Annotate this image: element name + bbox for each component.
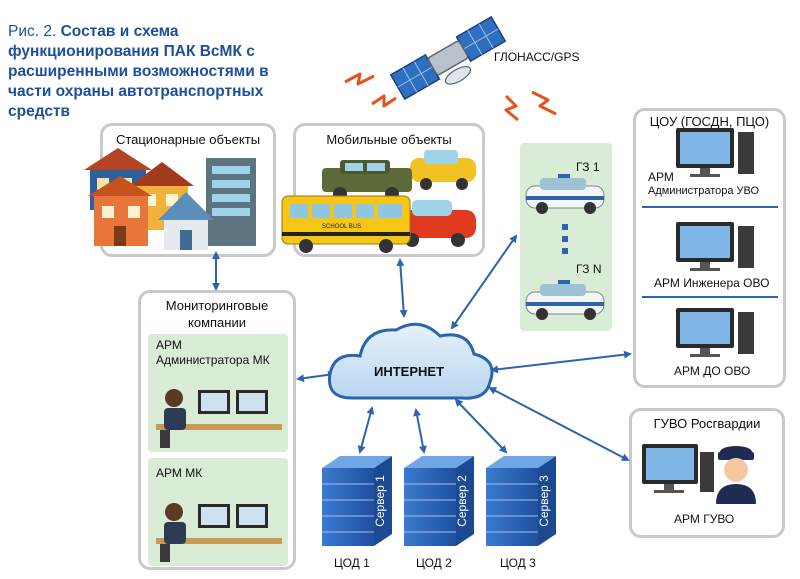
server-3-name: Сервер 3 xyxy=(536,475,551,527)
arm-mk-label: АРМ МК xyxy=(156,466,203,480)
arrow-internet-server3 xyxy=(454,398,508,454)
arm-admin-uvo-line1: АРМ xyxy=(648,170,674,184)
operator-workstation-1-icon xyxy=(156,389,282,448)
police-officer-icon xyxy=(716,446,756,504)
caption-prefix: Рис. 2. xyxy=(8,23,57,40)
buildings-icon xyxy=(84,148,256,250)
server-1-icon xyxy=(322,456,392,546)
server-3-icon xyxy=(486,456,556,546)
monitoring-companies-label: Мониторинговые компании xyxy=(165,298,269,330)
arrow-patrol-internet xyxy=(450,234,518,330)
bus-text: SCHOOL BUS xyxy=(322,224,361,230)
operator-workstation-2-icon xyxy=(156,503,282,562)
server-2-name: Сервер 2 xyxy=(454,475,469,527)
connection-arrows xyxy=(212,234,632,461)
internet-cloud-icon xyxy=(327,322,494,400)
patrol-car-1-icon xyxy=(525,174,605,214)
satellite-label: ГЛОНАСС/GPS xyxy=(494,50,580,64)
computer-engineer-ovo-icon xyxy=(676,222,754,271)
arm-do-ovo-label: АРМ ДО ОВО xyxy=(674,364,751,378)
computer-guvo-icon xyxy=(642,444,714,493)
arrow-internet-cou xyxy=(490,350,632,374)
satellite-icon xyxy=(389,15,507,101)
patrol-car-n-icon xyxy=(525,280,605,320)
patrol-gz1-label: ГЗ 1 xyxy=(576,160,600,174)
cou-label: ЦОУ (ГОСДН, ПЦО) xyxy=(649,114,770,129)
arm-admin-mk-line1: АРМ xyxy=(156,338,182,352)
arrow-internet-server2 xyxy=(413,408,427,454)
arrow-internet-guvo xyxy=(488,387,630,461)
arm-guvo-label: АРМ ГУВО xyxy=(674,512,735,526)
signal-icons xyxy=(344,72,557,122)
arm-engineer-ovo-label: АРМ Инженера ОВО xyxy=(654,276,770,290)
caption-text: Состав и схема функционирования ПАК ВсМК… xyxy=(8,23,269,120)
mobile-objects-label: Мобильные объекты xyxy=(326,132,452,147)
dc-1-label: ЦОД 1 xyxy=(334,556,370,570)
figure-caption: Рис. 2. Состав и схема функционирования … xyxy=(8,22,308,122)
arrow-mobile-internet xyxy=(396,258,408,318)
patrol-gzn-label: ГЗ N xyxy=(576,262,602,276)
computer-admin-uvo-icon xyxy=(676,128,754,177)
arm-admin-mk-line2: Администратора МК xyxy=(156,353,270,367)
arm-admin-uvo-line2: Администратора УВО xyxy=(648,185,760,197)
internet-label: ИНТЕРНЕТ xyxy=(374,364,445,379)
patrol-dots-icon xyxy=(562,224,568,254)
server-2-icon xyxy=(404,456,474,546)
arrow-internet-server1 xyxy=(357,406,375,454)
server-1-name: Сервер 1 xyxy=(372,475,387,527)
stationary-objects-label: Стационарные объекты xyxy=(115,132,261,147)
computer-do-ovo-icon xyxy=(676,308,754,357)
guvo-label: ГУВО Росгвардии xyxy=(653,416,761,431)
cou-divider-1 xyxy=(642,206,778,208)
arrow-monitoring-internet xyxy=(296,370,336,383)
dc-3-label: ЦОД 3 xyxy=(500,556,536,570)
vehicles-icon: SCHOOL BUS xyxy=(281,150,476,253)
cou-divider-2 xyxy=(642,296,778,298)
dc-2-label: ЦОД 2 xyxy=(416,556,452,570)
